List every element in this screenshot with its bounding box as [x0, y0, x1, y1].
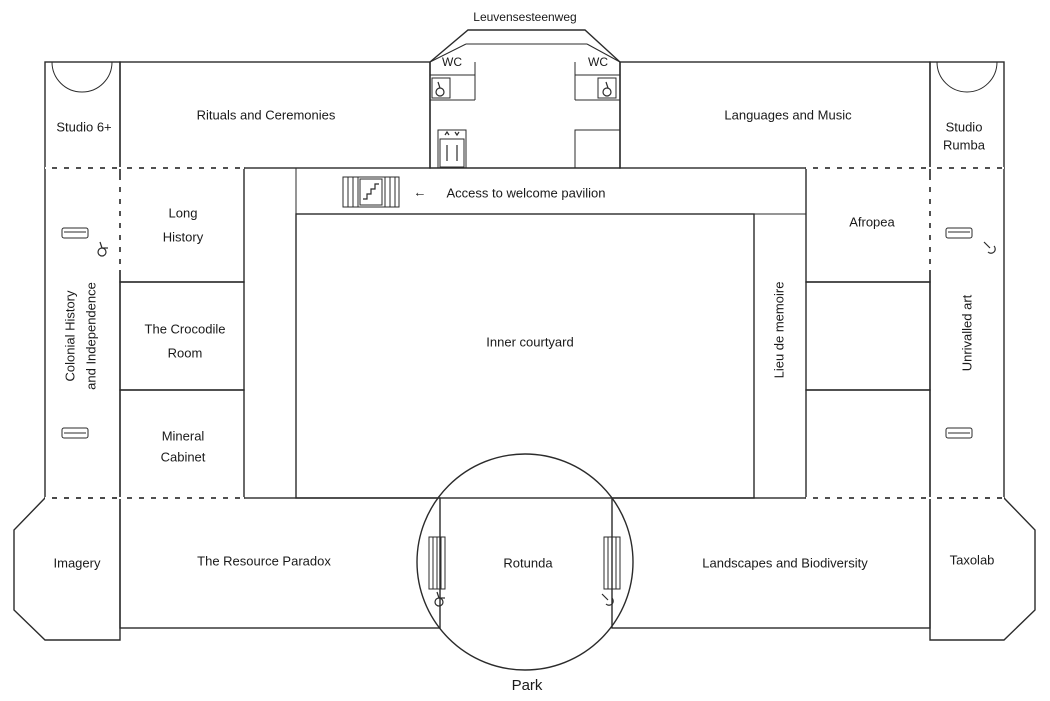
- colonial-label: Colonial History and Independence: [62, 282, 98, 390]
- access-label[interactable]: Access to welcome pavilion: [447, 185, 606, 200]
- unrivalled-label: Unrivalled art: [959, 294, 974, 371]
- svg-text:and Independence: and Independence: [83, 282, 98, 390]
- lieu-de-memoire-label: Lieu de memoire: [771, 282, 786, 379]
- access-arrow: ←: [414, 184, 427, 199]
- mineral-label-2: Cabinet: [161, 449, 206, 464]
- bench-icon: [945, 427, 973, 439]
- room-right-lower[interactable]: [805, 389, 931, 499]
- crocodile-label-1: The Crocodile: [145, 321, 226, 336]
- room-openings: [45, 167, 1004, 499]
- long-history-label-1: Long: [169, 205, 198, 220]
- inner-courtyard[interactable]: [295, 213, 755, 499]
- svg-text:Colonial History: Colonial History: [62, 290, 77, 382]
- studio6-label: Studio 6+: [56, 119, 111, 134]
- wheelchair-icon: [434, 591, 445, 607]
- svg-text:Unrivalled art: Unrivalled art: [959, 294, 974, 371]
- stairs-icon[interactable]: [428, 536, 446, 590]
- elevator-icon[interactable]: [439, 130, 465, 168]
- room-taxolab[interactable]: [929, 497, 1036, 641]
- audio-guide-icon: [983, 241, 996, 254]
- wheelchair-icon: [597, 77, 617, 99]
- mineral-label-1: Mineral: [162, 428, 205, 443]
- street-label: Leuvensesteenweg: [473, 10, 576, 24]
- imagery-label: Imagery: [54, 555, 101, 570]
- languages-label: Languages and Music: [724, 107, 852, 122]
- svg-text:Lieu de memoire: Lieu de memoire: [771, 282, 786, 379]
- taxolab-label: Taxolab: [950, 552, 995, 567]
- bench-icon: [61, 427, 89, 439]
- resource-paradox-label: The Resource Paradox: [197, 553, 331, 568]
- room-mineral-cabinet[interactable]: [119, 389, 245, 499]
- wheelchair-icon: [97, 241, 108, 257]
- corridor-left: [243, 167, 297, 499]
- audio-guide-icon: [601, 593, 614, 606]
- rotunda-label: Rotunda: [503, 555, 553, 570]
- studio-rumba-label-2: Rumba: [943, 137, 986, 152]
- bench-icon: [945, 227, 973, 239]
- landscapes-label: Landscapes and Biodiversity: [702, 555, 868, 570]
- rituals-label: Rituals and Ceremonies: [197, 107, 336, 122]
- bench-icon: [61, 227, 89, 239]
- room-resource-paradox[interactable]: [119, 497, 441, 629]
- afropea-label: Afropea: [849, 214, 895, 229]
- wheelchair-icon: [431, 77, 451, 99]
- inner-courtyard-label: Inner courtyard: [486, 334, 573, 349]
- studio-rumba-label-1: Studio: [946, 119, 983, 134]
- room-long-history[interactable]: [119, 167, 245, 283]
- arch-studio6: [51, 61, 113, 93]
- long-history-label-2: History: [163, 229, 204, 244]
- stairs-icon[interactable]: [603, 536, 621, 590]
- stairs-icon[interactable]: [342, 176, 400, 208]
- wc-left-label: WC: [442, 55, 462, 69]
- arch-studio-rumba: [936, 61, 998, 93]
- wc-right-label: WC: [588, 55, 608, 69]
- entrance-pavilion: [429, 29, 621, 169]
- crocodile-label-2: Room: [168, 345, 203, 360]
- room-rotunda[interactable]: [416, 453, 634, 671]
- room-right-middle: [805, 281, 931, 391]
- park-label: Park: [512, 677, 543, 694]
